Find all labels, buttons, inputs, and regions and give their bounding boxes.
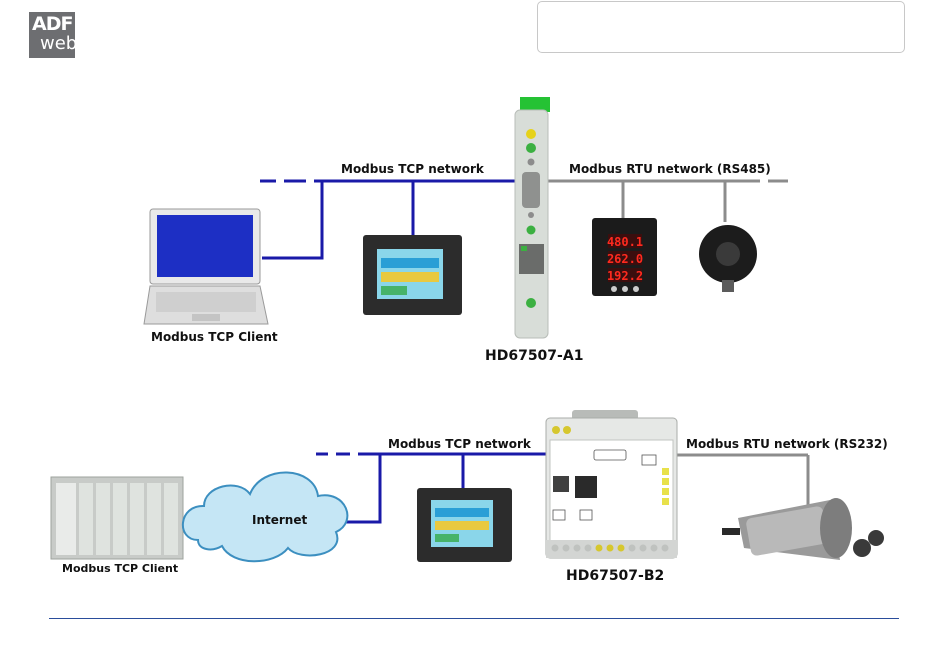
device-label-a1: HD67507-A1	[485, 348, 583, 364]
hmi-panel-icon-2	[417, 488, 512, 562]
laptop-icon	[144, 209, 268, 324]
tcp-client-label-1: Modbus TCP Client	[151, 330, 278, 344]
rtu-network-line-2	[677, 455, 808, 505]
rtu-network-label-1: Modbus RTU network (RS485)	[569, 162, 771, 176]
meter-reading-3: 192.2	[607, 269, 643, 283]
tcp-network-label-2: Modbus TCP network	[388, 437, 531, 451]
meter-reading-2: 262.0	[607, 252, 643, 266]
internet-label: Internet	[252, 513, 307, 527]
gateway-device-b2	[546, 410, 677, 558]
tcp-network-label-1: Modbus TCP network	[341, 162, 484, 176]
meter-reading-1: 480.1	[607, 235, 643, 249]
footer-rule	[49, 618, 899, 619]
rtu-network-label-2: Modbus RTU network (RS232)	[686, 437, 888, 451]
plc-rack-icon	[51, 477, 183, 559]
rtu-network-line-1	[548, 181, 788, 222]
tcp-client-label-2: Modbus TCP Client	[62, 562, 178, 575]
hmi-panel-icon-1	[363, 235, 462, 315]
encoder-icon	[699, 225, 757, 292]
gateway-device-a1	[515, 97, 550, 338]
rotary-encoder-icon	[722, 498, 884, 560]
device-label-b2: HD67507-B2	[566, 568, 664, 584]
